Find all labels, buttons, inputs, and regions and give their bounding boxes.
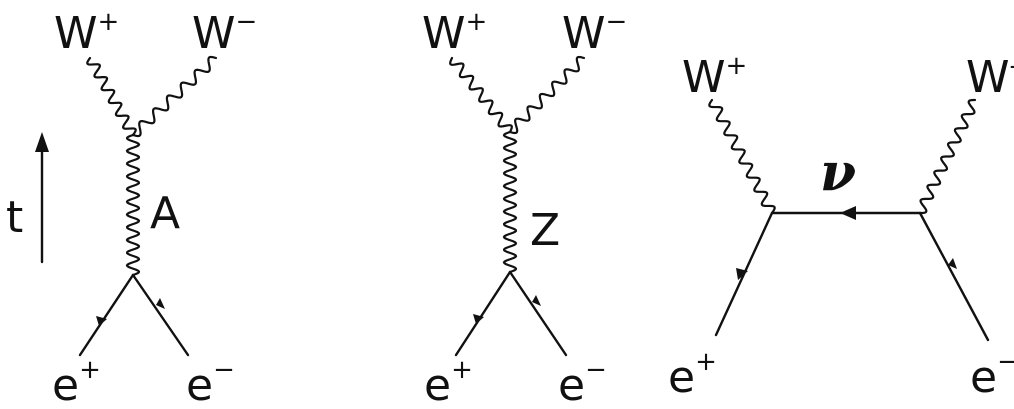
- d3-eminus-label: e−: [970, 347, 1014, 403]
- d3-wminus-line: [918, 98, 977, 215]
- d3-eplus-arrow: [736, 268, 748, 280]
- d3-wplus-label: W+: [682, 51, 747, 103]
- d2-wplus-label: W+: [422, 7, 487, 59]
- d1-eminus-line: [131, 273, 190, 357]
- d1-eplus-arrow: [96, 316, 107, 326]
- d1-wplus-line: [86, 56, 137, 137]
- d3-neutrino-arrow: [840, 206, 856, 220]
- time-label: t: [6, 192, 23, 243]
- d2-propagator-label: Z: [530, 205, 560, 256]
- d2-eminus-line: [508, 270, 568, 357]
- d3-propagator-label: ν: [820, 142, 856, 203]
- d2-eminus-arrow: [532, 295, 541, 306]
- d1-wminus-label: W−: [192, 7, 257, 59]
- d3-eminus-arrow: [948, 258, 957, 269]
- d2-eplus-label: e+: [424, 355, 473, 409]
- diagram-neutrino: W+ W- ν e+ e−: [668, 51, 1014, 403]
- d1-propagator-label: A: [150, 188, 180, 239]
- diagram-z: W+ W− Z e+ e−: [422, 7, 627, 409]
- d2-eminus-label: e−: [558, 355, 607, 409]
- d1-wplus-label: W+: [54, 7, 119, 59]
- d3-eplus-label: e+: [668, 347, 717, 403]
- d2-eplus-line: [454, 270, 512, 357]
- d2-wplus-line: [449, 56, 513, 134]
- d2-eplus-arrow: [473, 314, 484, 324]
- time-arrow-head: [35, 132, 49, 152]
- d3-wplus-line: [708, 98, 776, 215]
- d1-eplus-line: [78, 273, 135, 357]
- d1-propagator-line: [125, 133, 141, 277]
- d2-propagator-line: [502, 130, 518, 274]
- d2-wminus-line: [508, 55, 586, 135]
- diagram-photon: W+ W− A e+ e−: [52, 7, 257, 409]
- time-axis: t: [6, 132, 49, 264]
- d3-eminus-line: [918, 211, 990, 342]
- d1-eminus-arrow: [156, 298, 165, 309]
- d1-eplus-label: e+: [52, 355, 101, 409]
- d2-wminus-label: W−: [562, 7, 627, 59]
- d1-wminus-line: [131, 55, 218, 138]
- d3-wminus-label: W-: [966, 51, 1014, 103]
- d1-eminus-label: e−: [186, 355, 235, 409]
